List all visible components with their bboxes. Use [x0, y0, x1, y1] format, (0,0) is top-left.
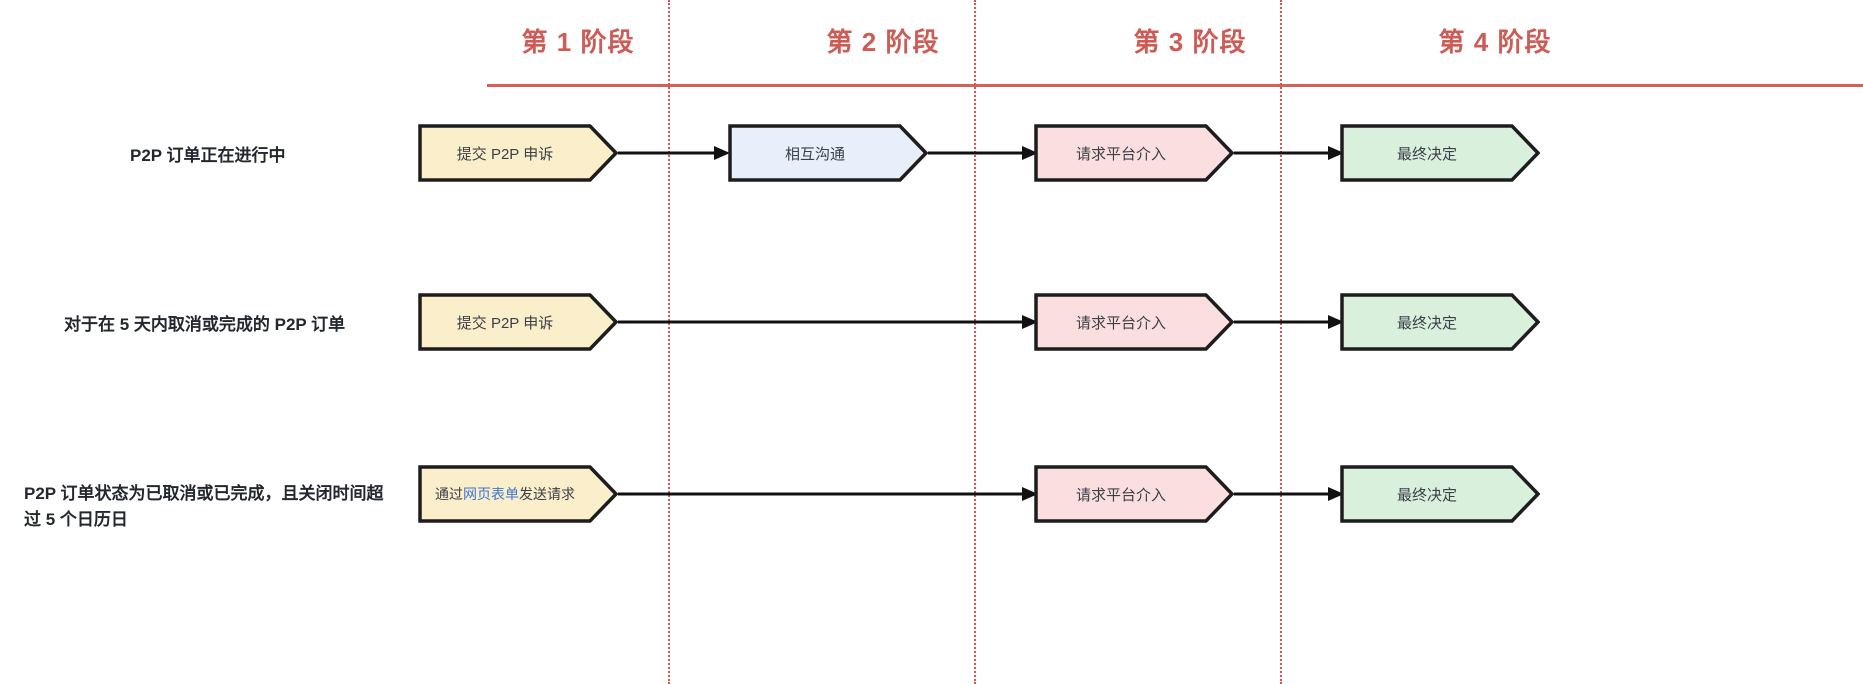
stage-divider-1 — [668, 0, 670, 684]
row-label-2: 对于在 5 天内取消或完成的 P2P 订单 — [64, 315, 346, 334]
node-row2-submit-appeal[interactable]: 提交 P2P 申诉 — [418, 293, 618, 351]
node-label: 提交 P2P 申诉 — [456, 314, 554, 332]
web-form-link[interactable]: 网页表单 — [463, 486, 519, 502]
row-label-3-line2: 过 5 个日历日 — [24, 510, 128, 530]
node-label: 最终决定 — [1396, 486, 1457, 504]
chevron-shape-icon — [418, 293, 618, 351]
chevron-shape-icon — [1340, 465, 1540, 523]
row-label-3-line1: P2P 订单状态为已取消或已完成，且关闭时间超 — [24, 484, 384, 503]
node-label: 通过网页表单发送请求 — [435, 484, 575, 504]
node-row1-submit-appeal[interactable]: 提交 P2P 申诉 — [418, 124, 618, 182]
node-label: 请求平台介入 — [1075, 145, 1166, 163]
node-label-suffix: 发送请求 — [519, 486, 575, 502]
arrow-row3-long — [618, 487, 1038, 501]
node-label: 相互沟通 — [784, 145, 845, 163]
node-row1-request-platform[interactable]: 请求平台介入 — [1034, 124, 1234, 182]
node-label: 请求平台介入 — [1075, 314, 1166, 332]
chevron-shape-icon — [1034, 293, 1234, 351]
node-row2-final-decision[interactable]: 最终决定 — [1340, 293, 1540, 351]
node-row3-web-form-request[interactable]: 通过网页表单发送请求 — [418, 465, 618, 523]
node-row3-request-platform[interactable]: 请求平台介入 — [1034, 465, 1234, 523]
arrow-row2-2 — [1234, 315, 1344, 329]
node-label-prefix: 通过 — [435, 486, 463, 502]
row-label-3: P2P 订单状态为已取消或已完成，且关闭时间超 过 5 个日历日 — [24, 481, 394, 534]
stage-divider-3 — [1280, 0, 1282, 684]
arrow-row1-2 — [928, 146, 1038, 160]
arrow-row2-long — [618, 315, 1038, 329]
chevron-shape-icon — [728, 124, 928, 182]
chevron-shape-icon — [1034, 465, 1234, 523]
chevron-shape-icon — [418, 465, 618, 523]
node-row3-final-decision[interactable]: 最终决定 — [1340, 465, 1540, 523]
row-label-1: P2P 订单正在进行中 — [130, 146, 286, 165]
arrow-row1-1 — [618, 146, 730, 160]
chevron-shape-icon — [1340, 124, 1540, 182]
arrow-row1-3 — [1234, 146, 1344, 160]
arrow-row3-2 — [1234, 487, 1344, 501]
node-label: 最终决定 — [1396, 314, 1457, 332]
chevron-shape-icon — [1034, 124, 1234, 182]
node-label: 提交 P2P 申诉 — [456, 145, 554, 163]
node-row1-mutual-communication[interactable]: 相互沟通 — [728, 124, 928, 182]
header-rule — [487, 84, 1863, 87]
node-label: 请求平台介入 — [1075, 486, 1166, 504]
stage-header-4: 第 4 阶段 — [1438, 27, 1552, 57]
node-label: 最终决定 — [1396, 145, 1457, 163]
stage-header-2: 第 2 阶段 — [826, 27, 940, 57]
stage-divider-2 — [974, 0, 976, 684]
stage-header-1: 第 1 阶段 — [521, 27, 635, 57]
node-row1-final-decision[interactable]: 最终决定 — [1340, 124, 1540, 182]
chevron-shape-icon — [1340, 293, 1540, 351]
chevron-shape-icon — [418, 124, 618, 182]
stage-header-3: 第 3 阶段 — [1133, 27, 1247, 57]
node-row2-request-platform[interactable]: 请求平台介入 — [1034, 293, 1234, 351]
